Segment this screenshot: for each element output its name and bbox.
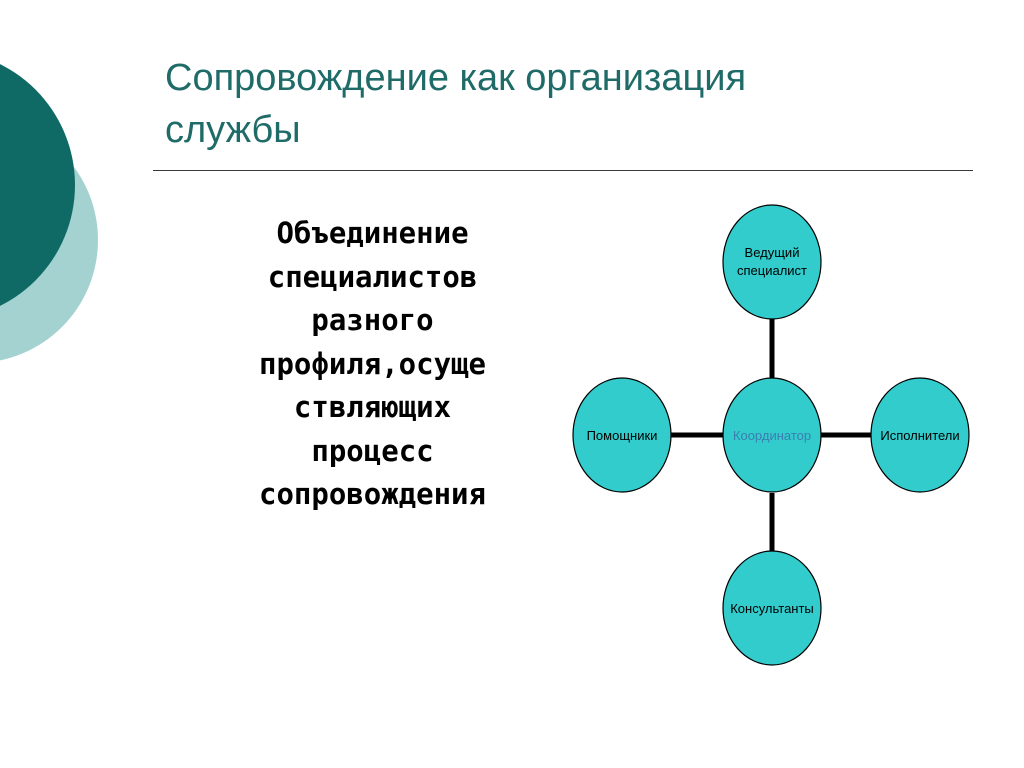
node-coordinator-label: Координатор	[733, 428, 811, 443]
title-line-1: Сопровождение как организация	[165, 57, 747, 99]
org-diagram: Ведущий специалист Помощники Координатор…	[572, 204, 970, 666]
body-line-7: сопровождения	[259, 477, 486, 511]
title-divider	[153, 170, 973, 171]
title-line-2: службы	[165, 109, 301, 151]
node-coordinator: Координатор	[722, 377, 822, 493]
node-consultants-shape	[722, 550, 822, 666]
node-coordinator-shape	[722, 377, 822, 493]
node-lead-shape	[722, 204, 822, 320]
decorative-circles	[0, 64, 98, 361]
node-executors-shape	[870, 377, 970, 493]
node-consultants-label: Консультанты	[730, 601, 814, 616]
body-line-4: профиля,осуще	[259, 346, 486, 381]
node-consultants: Консультанты	[722, 550, 822, 666]
decor-dark-circle	[0, 64, 75, 306]
node-assistants-label: Помощники	[587, 428, 658, 443]
body-line-5: ствляющих	[293, 390, 452, 424]
body-text: Объединение специалистов разного профиля…	[200, 212, 545, 517]
node-assistants-shape	[572, 377, 672, 493]
node-assistants: Помощники	[572, 377, 672, 493]
node-lead-label-1: Ведущий	[745, 245, 800, 260]
body-line-2: специалистов	[267, 259, 478, 294]
body-line-1: Объединение	[276, 216, 469, 250]
slide-title: Сопровождение как организация службы	[165, 52, 965, 156]
node-executors-label: Исполнители	[880, 428, 959, 443]
body-line-6: процесс	[311, 433, 434, 468]
node-lead-specialist: Ведущий специалист	[722, 204, 822, 320]
node-executors: Исполнители	[870, 377, 970, 493]
node-lead-label-2: специалист	[737, 263, 807, 278]
body-line-3: разного	[311, 303, 434, 337]
